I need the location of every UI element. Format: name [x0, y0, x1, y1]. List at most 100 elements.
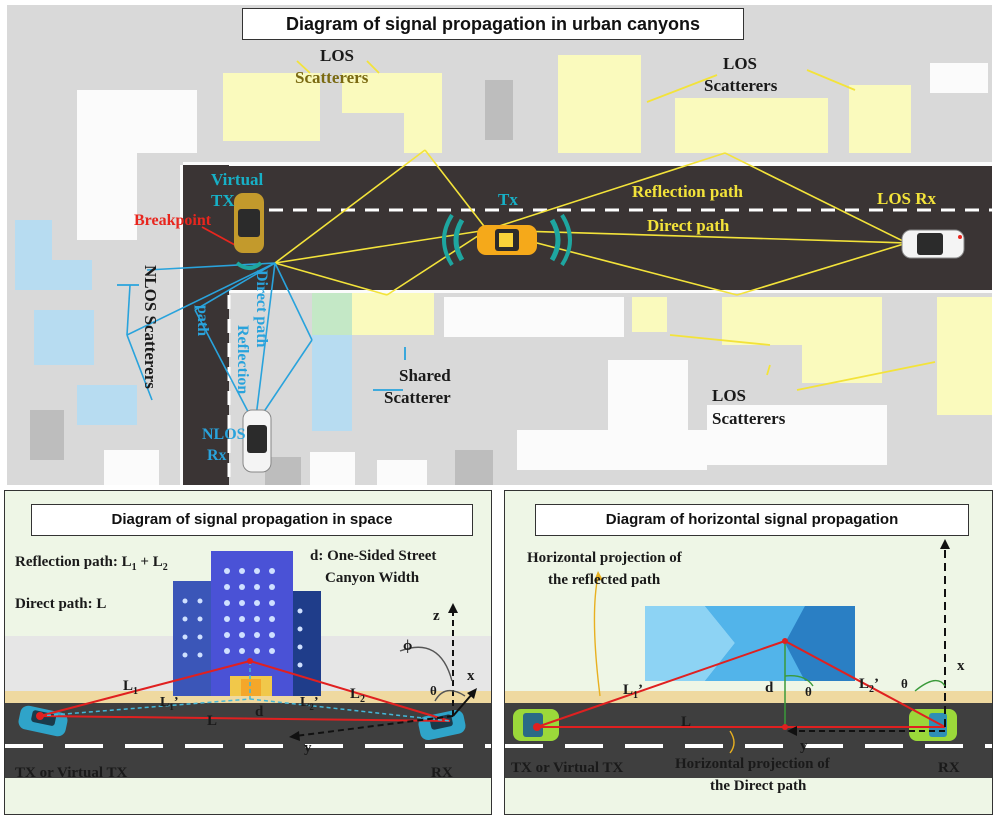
los-building: [937, 297, 992, 415]
rx-car-3d-icon: [418, 709, 466, 741]
street-width-label-b: Canyon Width: [325, 570, 420, 586]
nlos-pointer-arrows: [117, 284, 406, 391]
L2-prime-label: L2’: [300, 695, 319, 712]
tx-label: TX or Virtual TX: [15, 765, 128, 781]
virtual-tx-label-b: TX: [211, 191, 235, 210]
urban-canyon-panel: Diagram of signal propagation in urban c…: [7, 5, 992, 485]
los-scatterers-label-1b: Scatterers: [295, 68, 369, 87]
L2-label: L2: [350, 686, 366, 705]
los-building: [223, 73, 320, 141]
reflection-path-vertical-label-a: Reflection: [234, 325, 251, 395]
los-building: [558, 55, 641, 153]
los-scatterers-label-3b: Scatterers: [712, 409, 786, 428]
phi-label: ϕ: [403, 638, 413, 654]
los-scatterers-label-2a: LOS: [723, 54, 758, 73]
vertical-road: [183, 165, 229, 485]
theta-label-2: θ: [901, 676, 908, 691]
nlos-rx-label-a: NLOS: [202, 426, 246, 443]
gray-building: [30, 410, 64, 460]
los-rx-label: LOS Rx: [877, 189, 937, 208]
direct-path-vertical-label: Direct path: [253, 270, 270, 348]
white-building: [310, 452, 355, 485]
pointer-arrows: [296, 60, 936, 391]
los-building: [849, 85, 911, 153]
shared-scatterer-label-a: Shared: [399, 366, 451, 385]
street-width-label-a: d: One-Sided Street: [310, 548, 437, 564]
gray-building: [455, 450, 493, 485]
shared-scatterer-label-b: Scatterer: [384, 388, 451, 407]
vertical-road-curb: [180, 165, 183, 485]
white-building: [444, 297, 624, 337]
los-scatterers-label-2b: Scatterers: [704, 76, 778, 95]
white-building: [377, 460, 427, 485]
direct-path-label: Direct path: [647, 216, 730, 235]
L-label: L: [207, 713, 218, 729]
gray-building: [485, 80, 513, 140]
proj-direct-label-b: the Direct path: [710, 778, 807, 794]
tx-car-icon: [442, 213, 572, 267]
z-axis-label: z: [433, 608, 440, 624]
proj-reflected-label-a: Horizontal projection of: [527, 550, 682, 566]
los-rx-car-icon: [901, 229, 965, 259]
space-propagation-panel: Diagram of signal propagation in space R…: [4, 490, 492, 815]
space-title: Diagram of signal propagation in space: [31, 504, 473, 536]
proj-reflected-label-b: the reflected path: [548, 572, 661, 588]
nlos-rx-label-b: Rx: [207, 447, 227, 464]
los-scatterers-label-1a: LOS: [320, 46, 355, 65]
road-top-curb: [183, 162, 992, 166]
nlos-building: [77, 385, 137, 425]
white-building-l-shape: [77, 90, 197, 240]
white-building: [104, 450, 159, 485]
rx-car-top-icon: [909, 709, 957, 741]
L1-prime-label: L1’: [623, 682, 644, 701]
x-axis-label: x: [957, 658, 965, 674]
building-roof-icon: [645, 606, 855, 681]
shared-scatterer-overlap: [312, 293, 352, 335]
breakpoint-label: Breakpoint: [134, 212, 212, 229]
los-building: [632, 297, 667, 332]
reflection-path-label: Reflection path: [632, 182, 743, 201]
los-building: [722, 297, 882, 383]
nlos-paths: [126, 262, 313, 426]
los-building: [342, 73, 442, 153]
breakpoint-arrow: [201, 226, 236, 246]
tx-label: Tx: [498, 190, 518, 209]
space-propagation-figure: [5, 551, 491, 778]
L1-label: L1: [123, 678, 139, 697]
horizontal-propagation-panel: Diagram of horizontal signal propagation…: [504, 490, 993, 815]
white-building: [930, 63, 988, 93]
los-scatterers-label-3a: LOS: [712, 386, 747, 405]
reflection-path-vertical-label-b: path: [194, 305, 211, 337]
nlos-rx-car-icon: [242, 409, 272, 473]
direct-path-formula: Direct path: L: [15, 596, 107, 612]
horizontal-paths: [533, 539, 950, 754]
d-label: d: [765, 680, 774, 696]
virtual-tx-label-a: Virtual: [211, 170, 264, 189]
horizontal-title: Diagram of horizontal signal propagation: [535, 504, 969, 536]
proj-direct-label-a: Horizontal projection of: [675, 756, 830, 772]
rx-label: RX: [431, 765, 453, 781]
reflection-path-formula: Reflection path: L1 + L2: [15, 554, 168, 573]
nlos-scatterers-label: NLOS Scatterers: [141, 265, 160, 389]
y-axis-label: y: [304, 740, 312, 756]
los-building: [675, 98, 828, 153]
L2-prime-label: L2’: [859, 676, 880, 695]
tx-label: TX or Virtual TX: [511, 760, 624, 776]
urban-canyon-map: [15, 55, 992, 485]
building-icon: [173, 551, 321, 696]
road-bottom-curb: [229, 290, 992, 293]
theta-label: θ: [430, 683, 437, 698]
horizontal-propagation-figure: [505, 539, 992, 778]
virtual-tx-car-icon: [234, 193, 264, 270]
nlos-building: [15, 220, 92, 290]
white-building: [517, 430, 707, 470]
white-building: [707, 405, 887, 465]
top-title: Diagram of signal propagation in urban c…: [242, 8, 744, 40]
horizontal-road: [183, 165, 992, 290]
L1-prime-label: L1’: [160, 695, 179, 712]
theta-label-1: θ: [805, 684, 812, 699]
space-paths: [36, 603, 477, 741]
x-axis-label: x: [467, 668, 475, 684]
y-axis-label: y: [800, 738, 808, 754]
